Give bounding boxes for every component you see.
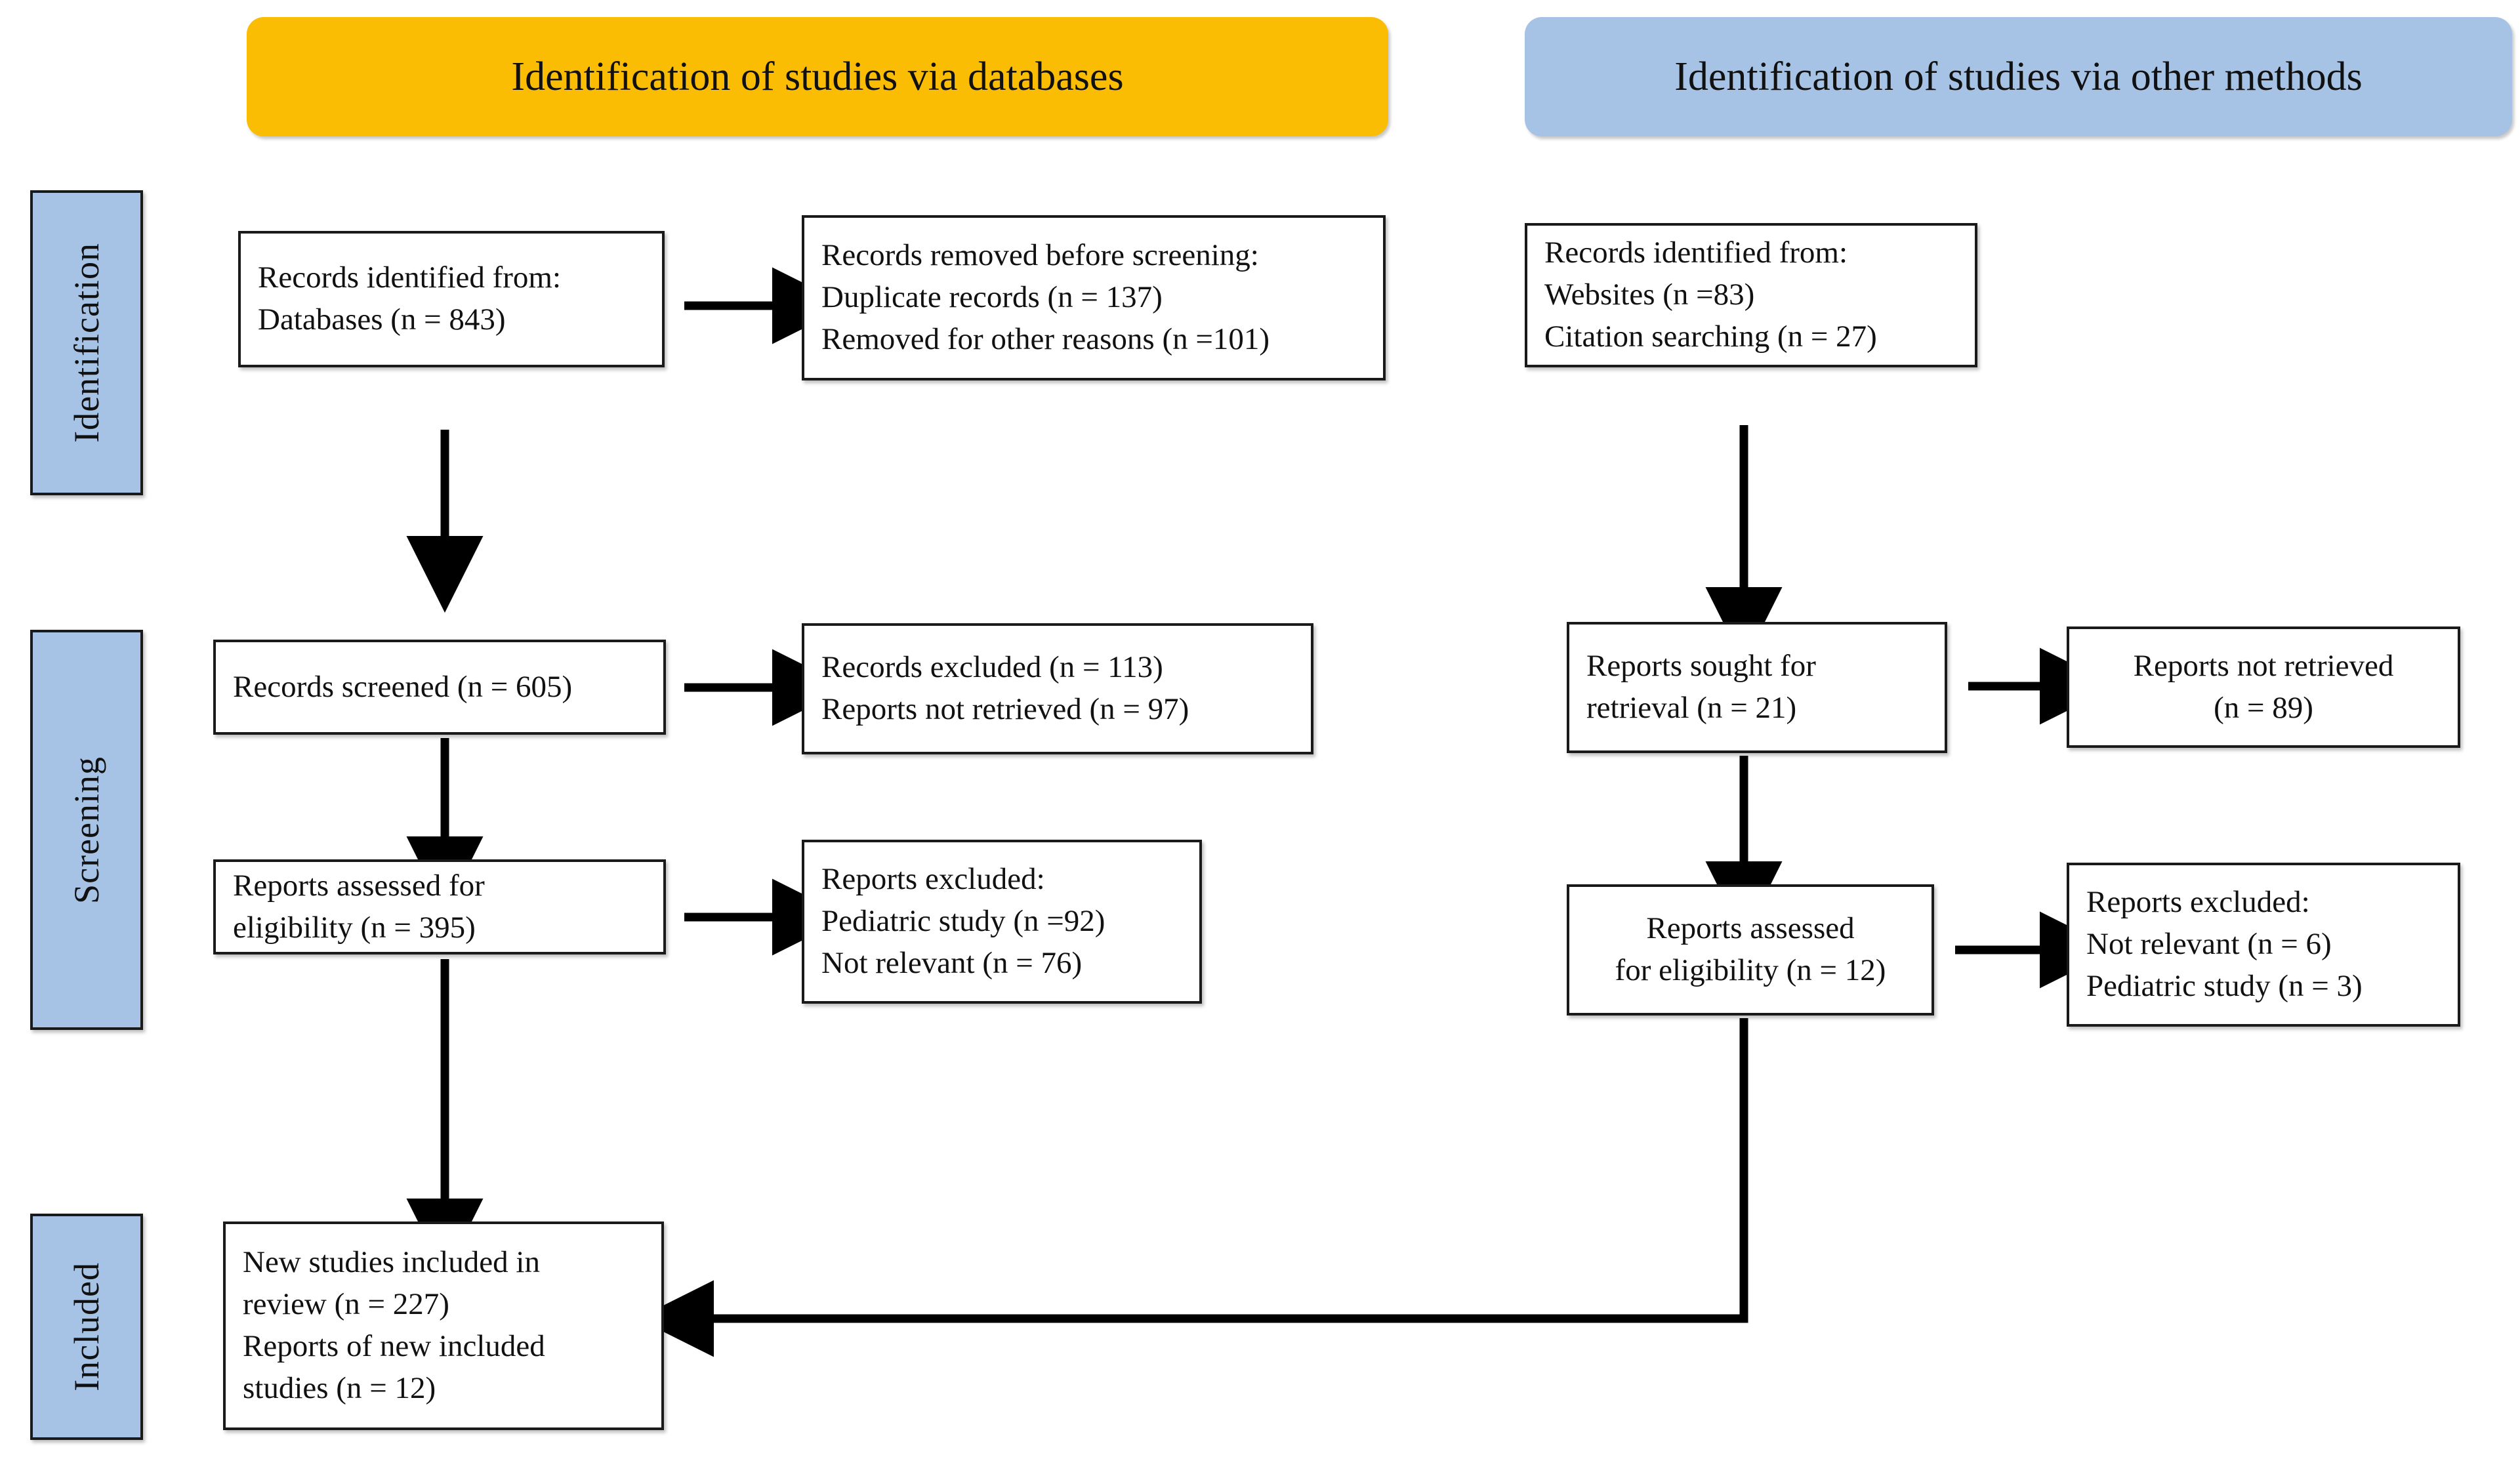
box-reports-assessed-other-line2: for eligibility (n = 12) [1615,953,1886,987]
box-reports-not-retrieved-other-line2: (n = 89) [2214,690,2313,725]
box-records-identified-databases-line1: Records identified from: [258,260,562,295]
box-reports-excluded-other: Reports excluded: Not relevant (n = 6) P… [2067,863,2460,1027]
box-reports-excluded-databases-line2: Pediatric study (n =92) [821,904,1105,939]
box-new-studies-included-line3: Reports of new included [243,1329,545,1363]
box-reports-sought-for-retrieval: Reports sought for retrieval (n = 21) [1567,622,1947,753]
arrow-om-assessed-to-included [637,1018,1748,1357]
stage-label-included-text: Included [67,1262,106,1391]
box-reports-assessed-eligibility-databases: Reports assessed for eligibility (n = 39… [213,859,666,954]
box-reports-excluded-other-line2: Not relevant (n = 6) [2086,927,2332,962]
box-records-removed-line2: Duplicate records (n = 137) [821,280,1163,315]
box-reports-assessed-databases-line1: Reports assessed for [233,868,485,903]
header-banner-databases: Identification of studies via databases [247,17,1388,136]
box-records-identified-databases-line2: Databases (n = 843) [258,302,506,337]
box-records-excluded-line1: Records excluded (n = 113) [821,650,1163,685]
stage-label-identification: Identification [30,190,143,495]
box-records-excluded: Records excluded (n = 113) Reports not r… [802,623,1313,754]
box-reports-not-retrieved-other-line1: Reports not retrieved [2133,648,2394,683]
box-records-removed-line1: Records removed before screening: [821,238,1259,273]
stage-label-screening-text: Screening [67,756,106,904]
box-records-identified-databases: Records identified from: Databases (n = … [238,231,665,367]
box-records-screened: Records screened (n = 605) [213,640,666,735]
box-records-identified-other-methods: Records identified from: Websites (n =83… [1525,223,1977,367]
box-records-removed-before-screening: Records removed before screening: Duplic… [802,215,1386,380]
box-reports-excluded-other-line3: Pediatric study (n = 3) [2086,968,2363,1003]
box-reports-sought-line1: Reports sought for [1586,649,1816,684]
box-records-screened-line1: Records screened (n = 605) [233,669,573,704]
box-reports-sought-line2: retrieval (n = 21) [1586,691,1797,725]
box-reports-excluded-databases-line3: Not relevant (n = 76) [821,945,1083,980]
box-records-identified-other-line1: Records identified from: [1544,236,1848,270]
box-new-studies-included: New studies included in review (n = 227)… [223,1221,664,1430]
stage-label-included: Included [30,1214,143,1440]
box-reports-not-retrieved-other: Reports not retrieved (n = 89) [2067,626,2460,748]
box-new-studies-included-line1: New studies included in [243,1245,540,1280]
box-records-identified-other-line2: Websites (n =83) [1544,277,1755,312]
box-records-removed-line3: Removed for other reasons (n =101) [821,321,1270,356]
stage-label-identification-text: Identification [67,243,106,443]
box-reports-excluded-databases: Reports excluded: Pediatric study (n =92… [802,840,1202,1004]
box-reports-excluded-other-line1: Reports excluded: [2086,885,2310,920]
stage-label-screening: Screening [30,630,143,1030]
box-new-studies-included-line2: review (n = 227) [243,1287,449,1322]
header-banner-databases-label: Identification of studies via databases [511,54,1124,99]
box-reports-assessed-eligibility-other: Reports assessed for eligibility (n = 12… [1567,884,1934,1016]
header-banner-other-methods: Identification of studies via other meth… [1525,17,2512,136]
box-records-identified-other-line3: Citation searching (n = 27) [1544,319,1877,354]
header-banner-other-methods-label: Identification of studies via other meth… [1674,54,2363,99]
box-reports-assessed-databases-line2: eligibility (n = 395) [233,910,476,945]
box-records-excluded-line2: Reports not retrieved (n = 97) [821,692,1189,726]
box-reports-excluded-databases-line1: Reports excluded: [821,862,1045,897]
box-reports-assessed-other-line1: Reports assessed [1646,911,1855,946]
box-new-studies-included-line4: studies (n = 12) [243,1370,436,1405]
